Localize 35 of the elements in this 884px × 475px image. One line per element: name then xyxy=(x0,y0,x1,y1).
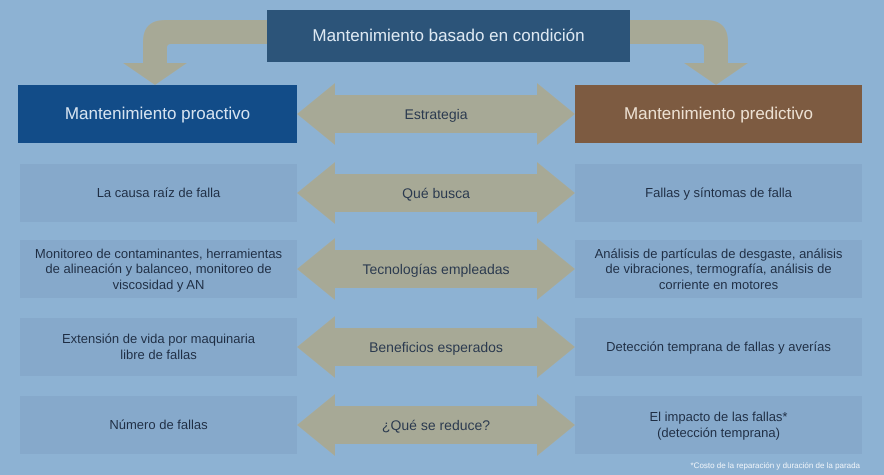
info-box xyxy=(20,240,297,298)
box-text: Mantenimiento basado en condición xyxy=(312,26,585,46)
edge-label: Estrategia xyxy=(404,106,468,122)
box-text: Detección temprana de fallas y averías xyxy=(606,339,831,355)
title-box xyxy=(267,10,630,62)
double-arrow xyxy=(297,83,575,145)
edge-label: Qué busca xyxy=(402,185,470,201)
box-text: Mantenimiento proactivo xyxy=(64,104,250,124)
box-text: El impacto de las fallas* (detección temprana) xyxy=(648,409,788,441)
edge-label: Beneficios esperados xyxy=(369,339,503,355)
arrow xyxy=(123,20,267,85)
info-box xyxy=(575,318,862,376)
box-text: La causa raíz de falla xyxy=(96,185,220,201)
double-arrow xyxy=(297,394,575,456)
header-box xyxy=(575,85,862,143)
double-arrow xyxy=(297,238,575,300)
info-box xyxy=(575,164,862,222)
box-text: Monitoreo de contaminantes, herramientas de alineación y balanceo, monitoreo de viscosidad y AN xyxy=(34,246,284,292)
info-box xyxy=(20,318,297,376)
arrow xyxy=(630,20,748,85)
box-text: Extensión de vida por maquinaria libre de fallas xyxy=(61,331,256,363)
info-box xyxy=(20,396,297,454)
box-text: Fallas y síntomas de falla xyxy=(645,185,792,201)
box-text: Mantenimiento predictivo xyxy=(624,104,813,124)
info-box xyxy=(20,164,297,222)
double-arrow xyxy=(297,316,575,378)
info-box xyxy=(575,396,862,454)
box-text: Número de fallas xyxy=(109,417,208,433)
footnote: *Costo de la reparación y duración de la parada xyxy=(690,461,860,470)
info-box xyxy=(575,240,862,298)
box-text: Análisis de partículas de desgaste, análisis de vibraciones, termografía, análisis de corriente en motores xyxy=(594,246,844,292)
double-arrow xyxy=(297,162,575,224)
header-box xyxy=(18,85,297,143)
edge-label: Tecnologías empleadas xyxy=(362,261,510,277)
edge-label: ¿Qué se reduce? xyxy=(382,417,490,433)
